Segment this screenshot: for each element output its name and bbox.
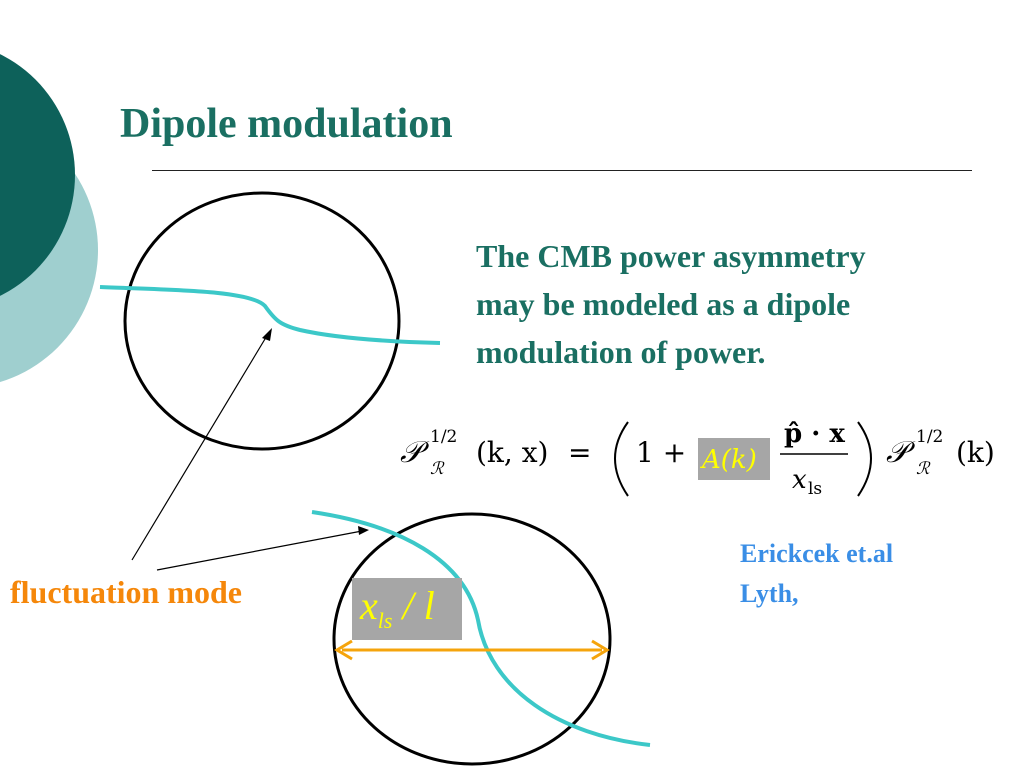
eq-lhs-symbol: 𝒫 xyxy=(400,435,430,470)
eq-denominator: x xyxy=(792,465,807,495)
eq-right-paren xyxy=(857,421,872,497)
wave-lower xyxy=(311,510,651,747)
eq-denominator-sub: ls xyxy=(808,479,822,499)
eq-rhs-exponent: 1/2 xyxy=(916,427,943,447)
body-line: may be modeled as a dipole xyxy=(476,286,851,322)
slide-title: Dipole modulation xyxy=(120,101,453,147)
eq-rhs-args: (k) xyxy=(956,436,995,469)
body-line: The CMB power asymmetry xyxy=(476,238,866,274)
reference-item: Erickcek et.al xyxy=(740,539,894,568)
body-line: modulation of power. xyxy=(476,334,766,370)
eq-lhs-args: (k, x) xyxy=(476,436,548,469)
pointer-line-upper xyxy=(131,333,269,561)
pointer-line-lower xyxy=(156,530,363,571)
eq-left-paren xyxy=(614,421,629,497)
references: Erickcek et.al Lyth, xyxy=(740,534,893,614)
eq-amplitude: A(k) xyxy=(700,445,757,475)
fluctuation-mode-label: fluctuation mode xyxy=(10,574,242,610)
scale-label-suffix: / l xyxy=(392,583,435,628)
corner-circle-dark xyxy=(0,54,75,296)
reference-item: Lyth, xyxy=(740,579,799,608)
pointer-arrowhead-upper xyxy=(262,328,272,341)
eq-rhs-subscript: ℛ xyxy=(916,459,931,479)
width-arrowhead-right xyxy=(591,639,610,661)
scale-label-box xyxy=(352,578,462,640)
region-circle-upper xyxy=(123,191,401,451)
modulation-equation: 𝒫 1/2 ℛ (k, x) = 1 + A(k) p̂ · x x ls 𝒫 … xyxy=(400,419,995,499)
eq-lhs-subscript: ℛ xyxy=(430,459,445,479)
scale-label-main: x xyxy=(360,583,378,628)
scale-label-sub: ls xyxy=(377,608,393,633)
wave-upper xyxy=(99,285,441,345)
eq-amplitude-highlight xyxy=(698,438,770,480)
eq-equals: = xyxy=(568,436,591,469)
region-circle-lower xyxy=(332,512,612,766)
eq-rhs-symbol: 𝒫 xyxy=(886,435,916,470)
eq-lhs-exponent: 1/2 xyxy=(430,427,457,447)
scale-label: xls / l xyxy=(360,582,435,634)
title-divider xyxy=(152,170,972,171)
width-arrowhead-left xyxy=(334,639,353,661)
eq-one-plus: 1 + xyxy=(636,436,686,469)
body-text: The CMB power asymmetry may be modeled a… xyxy=(476,232,996,376)
pointer-arrowhead-lower xyxy=(358,526,369,535)
eq-numerator: p̂ · x xyxy=(784,419,845,449)
